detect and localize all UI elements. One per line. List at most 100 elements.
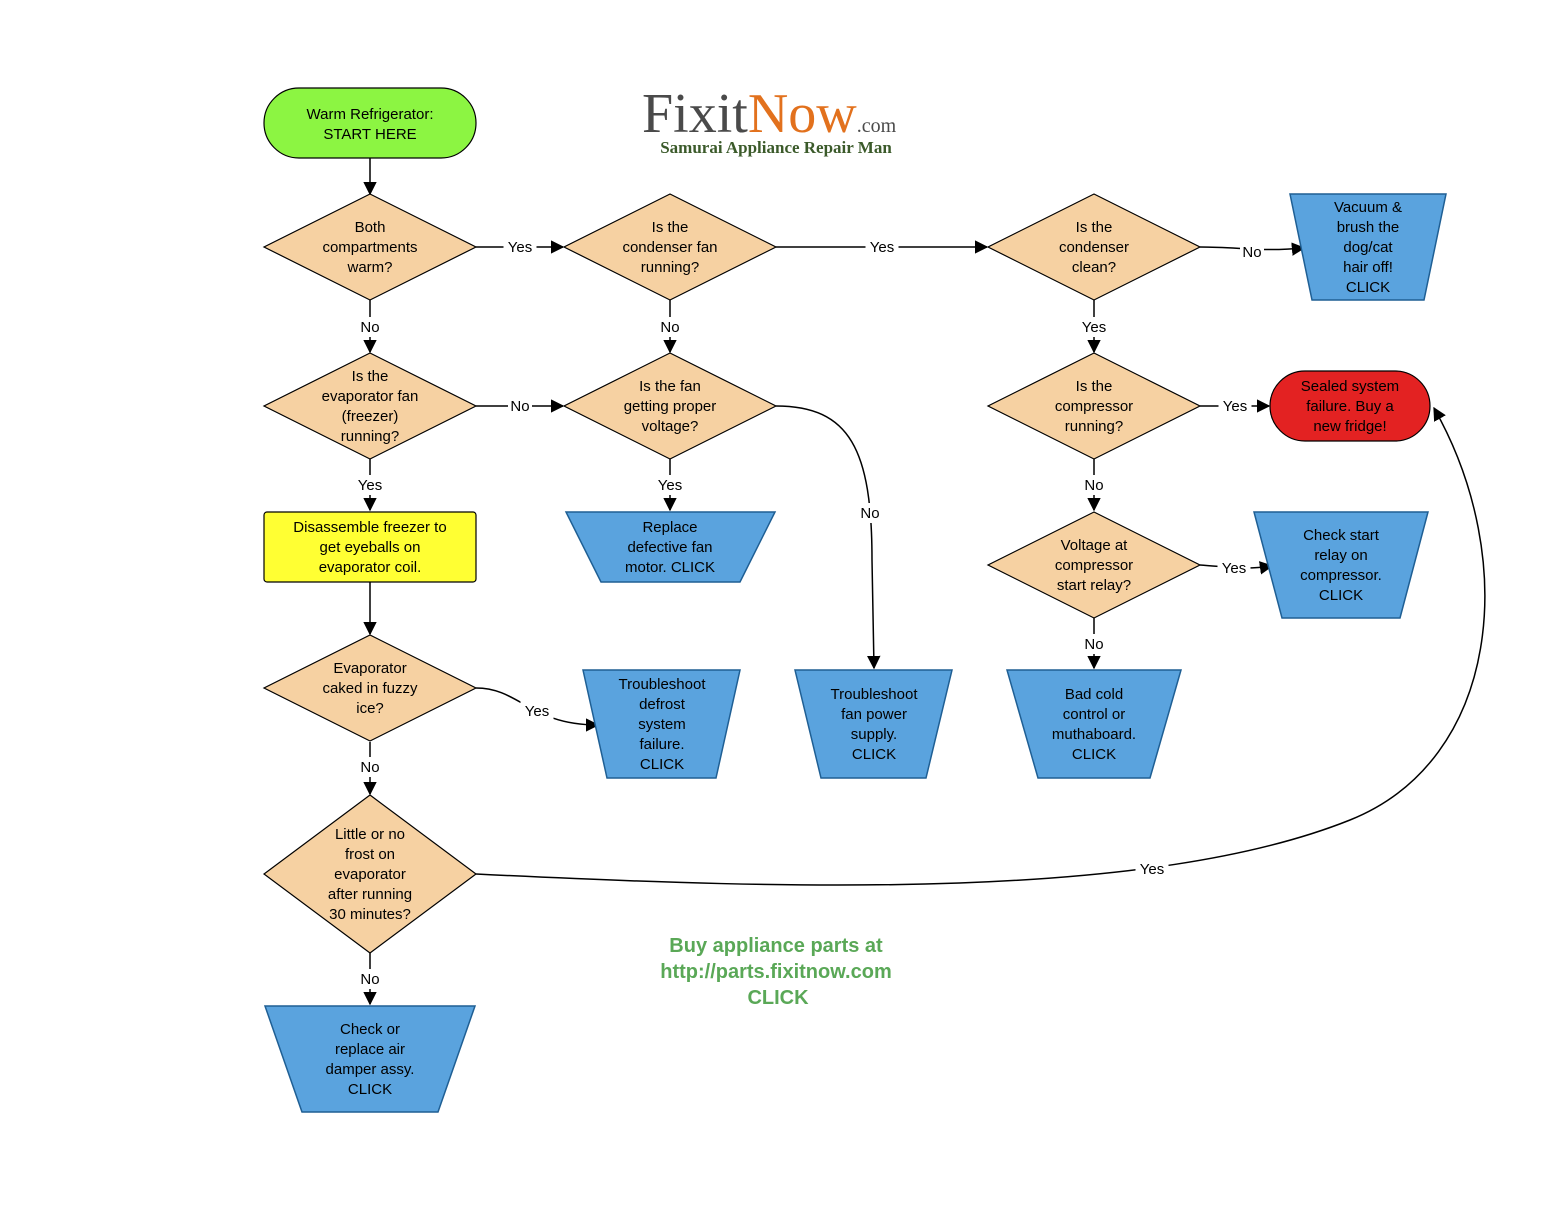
node-label-line: system <box>638 716 686 733</box>
node-label-line: get eyeballs on <box>320 539 421 556</box>
node-label-line: CLICK <box>348 1081 392 1098</box>
edge-label-yes: Yes <box>1223 398 1247 415</box>
logo-tagline: Samurai Appliance Repair Man <box>660 138 892 157</box>
edge-label-no: No <box>360 319 379 336</box>
node-label-line: Is the <box>352 368 389 385</box>
edge-label-background <box>520 701 554 721</box>
node-label-line: Sealed system <box>1301 378 1399 395</box>
edge-label-background <box>1218 396 1252 416</box>
node-label-line: Warm Refrigerator: <box>307 106 434 123</box>
node-label-line: Is the fan <box>639 378 701 395</box>
edge-label-background <box>1240 242 1264 262</box>
node-label-line: START HERE <box>323 126 416 143</box>
buy-parts-link[interactable]: Buy appliance parts at http://parts.fixi… <box>660 935 891 1009</box>
edge-label-background <box>1082 475 1106 495</box>
node-label-line: ice? <box>356 700 384 717</box>
node-label-line: CLICK <box>640 756 684 773</box>
edge-frost-to-sealed <box>475 406 1486 886</box>
fixitnow-logo[interactable]: FixitNow.com Samurai Appliance Repair Ma… <box>642 83 897 157</box>
node-label-line: clean? <box>1072 259 1116 276</box>
node-label-line: Bad cold <box>1065 686 1123 703</box>
edge-label-background <box>358 317 382 337</box>
node-label-line: relay on <box>1314 547 1367 564</box>
edge-label-no: No <box>360 971 379 988</box>
node-label-line: evaporator coil. <box>319 559 422 576</box>
edge-label-no: No <box>1242 244 1261 261</box>
edge-label-no: No <box>860 505 879 522</box>
node-label-line: brush the <box>1337 219 1400 236</box>
node-label-line: condenser fan <box>622 239 717 256</box>
node-label-line: 30 minutes? <box>329 906 411 923</box>
node-start[interactable]: Warm Refrigerator: START HERE <box>263 87 477 159</box>
node-label-line: compartments <box>322 239 417 256</box>
node-label-line: condenser <box>1059 239 1129 256</box>
node-label-line: Check or <box>340 1021 400 1038</box>
node-sealed-system-failure[interactable]: Sealed system failure. Buy a new fridge! <box>1269 370 1431 442</box>
edge-label-no: No <box>660 319 679 336</box>
node-label-line: Troubleshoot <box>619 676 707 693</box>
edge-label-background <box>865 237 899 257</box>
node-label-line: voltage? <box>642 418 699 435</box>
footer-line-1: Buy appliance parts at <box>669 935 883 957</box>
node-label-line: defective fan <box>627 539 712 556</box>
edge-label-no: No <box>510 398 529 415</box>
edge-label-yes: Yes <box>358 477 382 494</box>
node-label-line: caked in fuzzy <box>322 680 418 697</box>
edge-label-no: No <box>360 759 379 776</box>
edge-label-background <box>658 317 682 337</box>
edge-voltage-to-fanpower <box>775 405 881 670</box>
node-label-line: running? <box>1065 418 1123 435</box>
node-label-line: dog/cat <box>1343 239 1393 256</box>
edge-label-yes: Yes <box>1222 560 1246 577</box>
edge-label-background <box>503 237 537 257</box>
logo-com: .com <box>857 115 897 137</box>
edge-label-background <box>1082 634 1106 654</box>
node-label-line: hair off! <box>1343 259 1393 276</box>
edge-label-yes: Yes <box>1082 319 1106 336</box>
edge-label-yes: Yes <box>1140 861 1164 878</box>
edge-label-background <box>508 396 532 416</box>
node-label-line: new fridge! <box>1313 418 1386 435</box>
node-label-line: damper assy. <box>326 1061 415 1078</box>
node-label-line: failure. Buy a <box>1306 398 1394 415</box>
logo-now: Now <box>748 83 857 145</box>
node-label-line: Replace <box>642 519 697 536</box>
edge-label-yes: Yes <box>525 703 549 720</box>
edge-label-yes: Yes <box>508 239 532 256</box>
node-label-line: Is the <box>652 219 689 236</box>
node-label-line: CLICK <box>1072 746 1116 763</box>
node-label-line: control or <box>1063 706 1126 723</box>
